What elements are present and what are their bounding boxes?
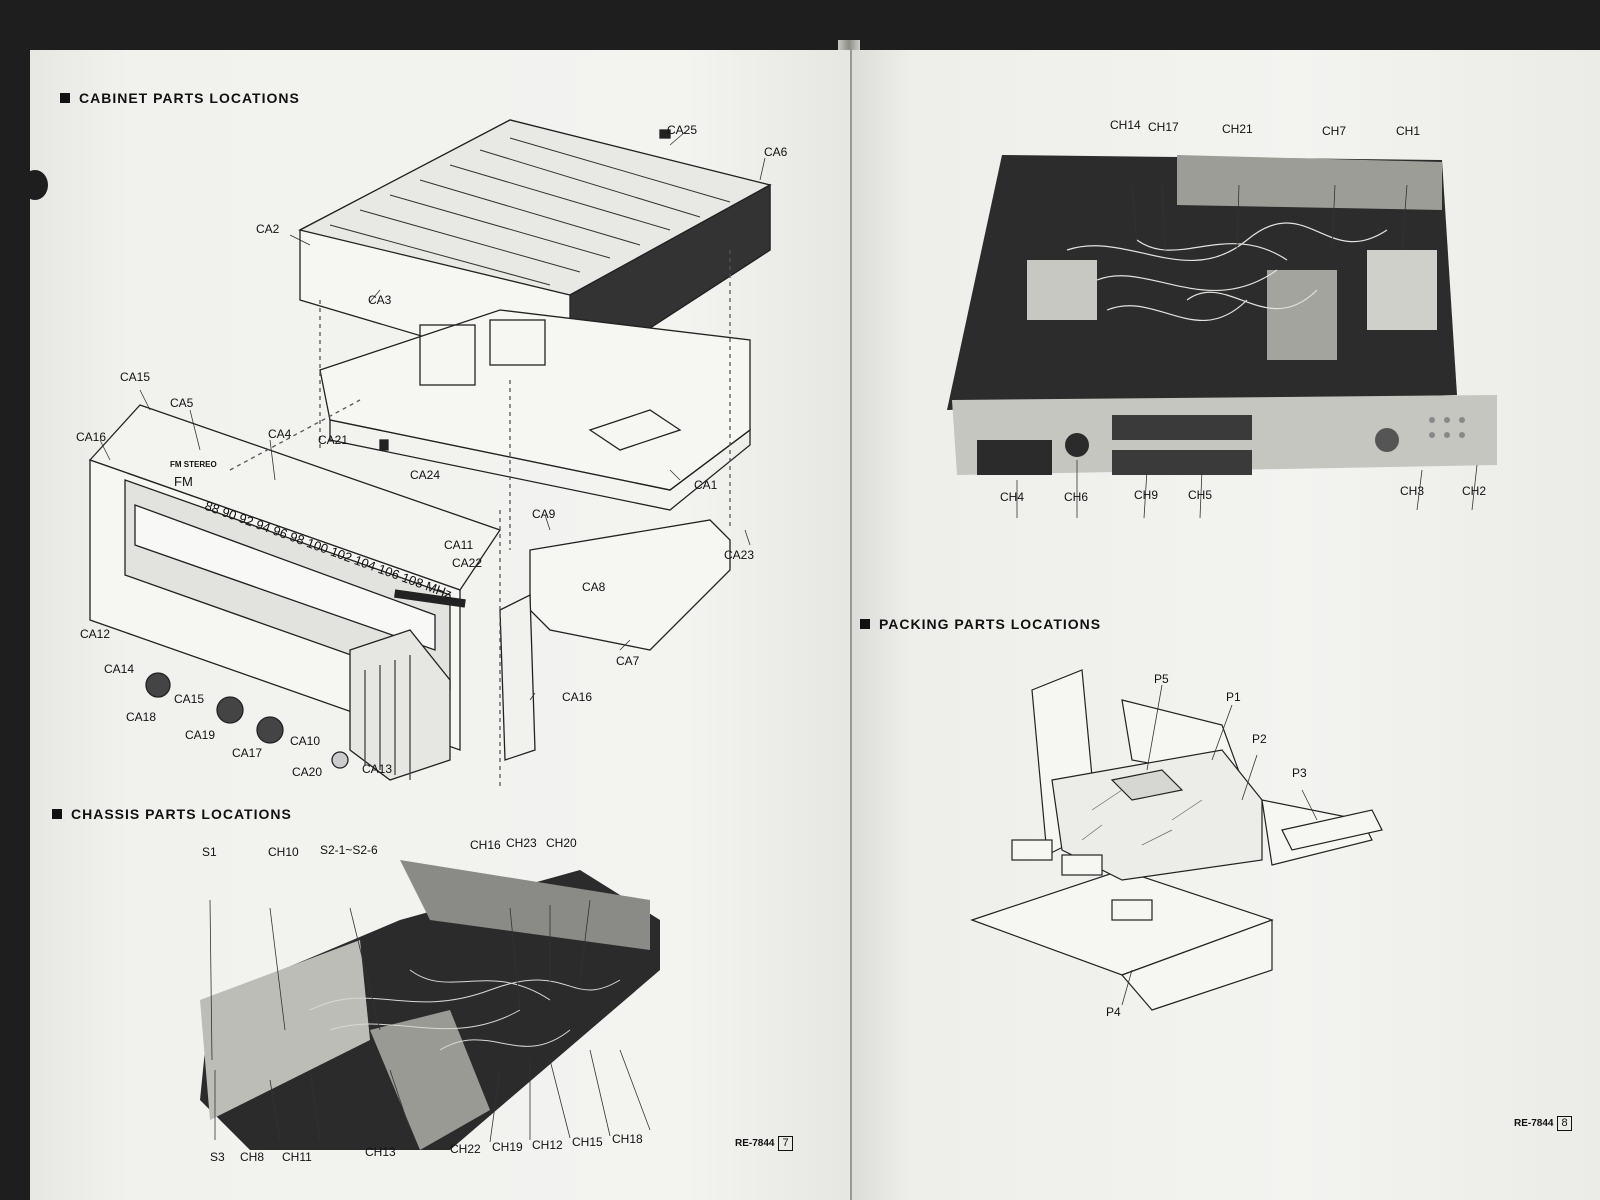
- label-ch19: CH19: [492, 1140, 523, 1154]
- packing-exploded-drawing: [970, 669, 1383, 1011]
- label-ca12: CA12: [80, 627, 111, 641]
- heading-square-icon: [52, 809, 62, 819]
- heading-square-icon: [60, 93, 70, 103]
- label-ch8: CH8: [240, 1150, 265, 1164]
- label-ca16-left: CA16: [76, 430, 107, 444]
- cabinet-heading: CABINET PARTS LOCATIONS: [60, 90, 300, 106]
- label-ca19: CA19: [185, 728, 216, 742]
- label-p1: P1: [1226, 690, 1241, 704]
- label-ch7: CH7: [1322, 124, 1347, 138]
- label-ca7: CA7: [616, 654, 640, 668]
- right-page: CH14 CH17 CH21 CH7 CH1 CH4 CH6 CH9 CH5 C…: [852, 50, 1600, 1200]
- label-ch4: CH4: [1000, 490, 1025, 504]
- label-ch15: CH15: [572, 1135, 603, 1149]
- label-p5: P5: [1154, 672, 1169, 686]
- label-ca24: CA24: [410, 468, 441, 482]
- label-ch9: CH9: [1134, 488, 1159, 502]
- rear-chassis-photo: [947, 155, 1497, 519]
- label-ca8: CA8: [582, 580, 606, 594]
- label-ch6: CH6: [1064, 490, 1089, 504]
- heading-square-icon: [860, 619, 870, 629]
- right-page-footer: RE-7844 8: [1514, 1116, 1572, 1131]
- label-ca5: CA5: [170, 396, 194, 410]
- label-ch16: CH16: [470, 838, 501, 852]
- label-ca13: CA13: [362, 762, 393, 776]
- label-p2: P2: [1252, 732, 1267, 746]
- label-s3: S3: [210, 1150, 225, 1164]
- label-ch23: CH23: [506, 836, 537, 850]
- dial-band-text: FM: [174, 474, 193, 489]
- chassis-photo: [200, 860, 660, 1150]
- label-ch10: CH10: [268, 845, 299, 859]
- packing-heading: PACKING PARTS LOCATIONS: [860, 616, 1101, 632]
- binder-hole: [30, 170, 48, 200]
- dial-stereo-text: FM STEREO: [170, 460, 217, 469]
- label-ca11: CA11: [444, 538, 474, 552]
- left-page-footer: RE-7844 7: [735, 1136, 793, 1151]
- label-ca2: CA2: [256, 222, 280, 236]
- label-p4: P4: [1106, 1005, 1121, 1019]
- label-ch18: CH18: [612, 1132, 643, 1146]
- label-ca15-top: CA15: [120, 370, 151, 384]
- label-ca10: CA10: [290, 734, 321, 748]
- label-ca18: CA18: [126, 710, 157, 724]
- label-ch2: CH2: [1462, 484, 1487, 498]
- label-s1: S1: [202, 845, 217, 859]
- label-ch13: CH13: [365, 1145, 396, 1159]
- label-ca6: CA6: [764, 145, 788, 159]
- label-ch12: CH12: [532, 1138, 563, 1152]
- label-ch11: CH11: [282, 1150, 312, 1164]
- label-ch21: CH21: [1222, 122, 1253, 136]
- label-ca23: CA23: [724, 548, 755, 562]
- label-ca9: CA9: [532, 507, 556, 521]
- label-ca14: CA14: [104, 662, 135, 676]
- label-ch3: CH3: [1400, 484, 1425, 498]
- label-p3: P3: [1292, 766, 1307, 780]
- label-ca4: CA4: [268, 427, 292, 441]
- label-ch5: CH5: [1188, 488, 1213, 502]
- label-s2: S2-1~S2-6: [320, 843, 378, 857]
- label-ca15-bottom: CA15: [174, 692, 205, 706]
- label-ca20: CA20: [292, 765, 323, 779]
- chassis-heading: CHASSIS PARTS LOCATIONS: [52, 806, 292, 822]
- label-ca17: CA17: [232, 746, 263, 760]
- label-ch1: CH1: [1396, 124, 1421, 138]
- label-ca21: CA21: [318, 433, 349, 447]
- label-ch22: CH22: [450, 1142, 481, 1156]
- label-ch20: CH20: [546, 836, 577, 850]
- label-ch14: CH14: [1110, 118, 1141, 132]
- cabinet-exploded-drawing: [88, 119, 772, 790]
- label-ca1: CA1: [694, 478, 718, 492]
- label-ca25: CA25: [667, 123, 698, 137]
- left-page: CABINET PARTS LOCATIONS: [30, 50, 850, 1200]
- label-ca3: CA3: [368, 293, 392, 307]
- label-ca16-right: CA16: [562, 690, 593, 704]
- label-ch17: CH17: [1148, 120, 1179, 134]
- label-ca22: CA22: [452, 556, 483, 570]
